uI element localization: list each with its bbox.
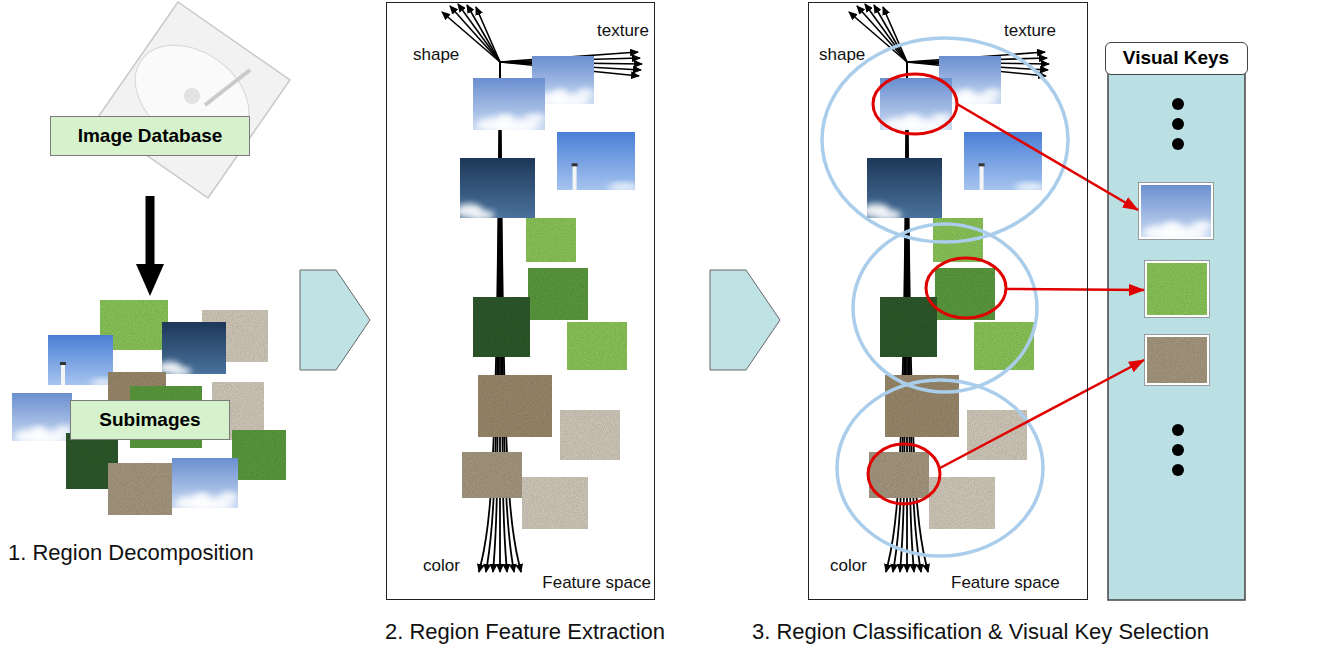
selection-marks (868, 74, 1144, 504)
subimage-thumbnail (473, 78, 545, 133)
subimage-thumbnail (1145, 261, 1210, 318)
axis-label: texture (1004, 21, 1056, 41)
axis-label: Feature space (542, 573, 651, 593)
subimage-thumbnail (526, 218, 576, 262)
axis-label: color (830, 556, 867, 576)
subimages-label: Subimages (10, 298, 290, 520)
database-label: Image Database (48, 0, 252, 196)
subimage-thumbnail (880, 78, 952, 133)
subimage-thumbnail (462, 452, 522, 498)
flow-arrow (146, 196, 155, 276)
subimage-thumbnail (967, 410, 1027, 460)
feature-axes (442, 4, 642, 572)
node-label: Subimages (70, 400, 230, 440)
feature-space-thumbnails (863, 56, 1046, 529)
subimage-thumbnail (557, 132, 639, 191)
subimage-thumbnail (974, 322, 1034, 370)
subimage-thumbnail (885, 375, 959, 437)
subimage-thumbnail (12, 393, 72, 444)
feature-space-box: shape texture colorFeature space (808, 2, 1088, 600)
cluster-ellipses (822, 38, 1068, 556)
subimage-thumbnail (478, 375, 552, 437)
axis-label: shape (413, 45, 459, 65)
subimage-thumbnail (1145, 335, 1210, 386)
process-arrow (710, 270, 780, 370)
subimage-thumbnail (528, 268, 588, 320)
subimage-thumbnail (522, 477, 588, 529)
axis-label: shape (819, 45, 865, 65)
subimage-thumbnail (232, 430, 286, 480)
subimage-thumbnail (473, 297, 530, 357)
feature-space-box: shape texture colorFeature space (386, 2, 655, 600)
subimage-collage (12, 300, 286, 515)
axis-label: texture (597, 21, 649, 41)
subimage-thumbnail (567, 322, 627, 370)
subimage-thumbnail (869, 452, 929, 498)
subimage-thumbnail (48, 335, 116, 386)
node-label: Visual Keys (1105, 42, 1248, 75)
subimage-thumbnail (1139, 183, 1214, 242)
hard-disk-icon (96, 2, 290, 198)
node-label: Image Database (50, 116, 250, 156)
stage-caption: 2. Region Feature Extraction (385, 619, 665, 645)
axis-label: color (423, 556, 460, 576)
subimage-thumbnail (172, 458, 238, 511)
subimage-thumbnail (456, 158, 536, 220)
subimage-thumbnail (108, 463, 172, 515)
visual-keys-panel: Visual Keys (1108, 70, 1245, 600)
process-arrow (300, 270, 370, 370)
subimage-thumbnail (880, 297, 937, 357)
stage-caption: 1. Region Decomposition (8, 540, 254, 566)
subimage-thumbnail (560, 410, 620, 460)
subimage-thumbnail (158, 322, 226, 376)
visual-key-thumbnails (1139, 183, 1214, 386)
visual-keys-panel (1108, 70, 1245, 600)
axis-label: Feature space (951, 573, 1060, 593)
subimage-thumbnail (863, 158, 943, 220)
feature-space-thumbnails (456, 56, 639, 529)
stage-caption: 3. Region Classification & Visual Key Se… (752, 619, 1209, 645)
subimage-thumbnail (964, 132, 1046, 191)
